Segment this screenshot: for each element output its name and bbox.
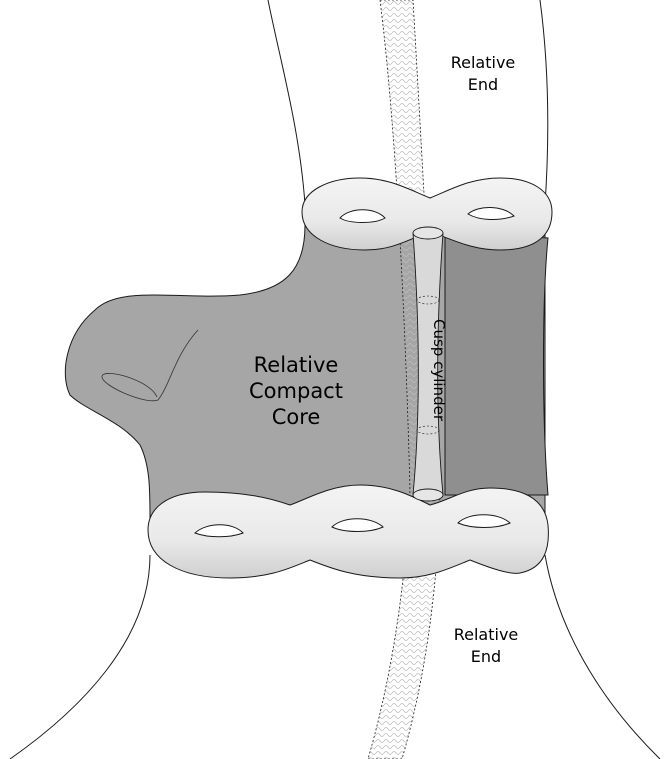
bottom-torus-hole-2 xyxy=(331,518,384,532)
top-torus xyxy=(301,177,553,251)
left-bottom-boundary xyxy=(9,554,151,759)
bottom-end-label-line2: End xyxy=(471,647,501,666)
top-torus-hole-left xyxy=(339,209,386,223)
core-right-shade xyxy=(444,231,549,496)
right-top-boundary xyxy=(539,0,549,206)
bottom-torus xyxy=(147,484,549,579)
top-end-label-line1: Relative xyxy=(451,53,516,72)
right-bottom-boundary xyxy=(544,554,661,759)
core-label-line2: Compact xyxy=(249,379,343,403)
cusp-cylinder xyxy=(412,226,444,502)
left-top-boundary xyxy=(267,0,306,206)
bottom-end-label-line1: Relative xyxy=(454,625,519,644)
top-end-label-line2: End xyxy=(468,75,498,94)
core-label-line1: Relative xyxy=(254,353,339,377)
cusp-cylinder-label: Cusp cylinder xyxy=(430,319,448,422)
core-label-line3: Core xyxy=(272,405,321,429)
top-torus-hole-right xyxy=(467,207,515,220)
bottom-torus-hole-1 xyxy=(194,524,244,538)
bottom-torus-hole-3 xyxy=(457,514,511,528)
core-curve xyxy=(101,329,199,402)
